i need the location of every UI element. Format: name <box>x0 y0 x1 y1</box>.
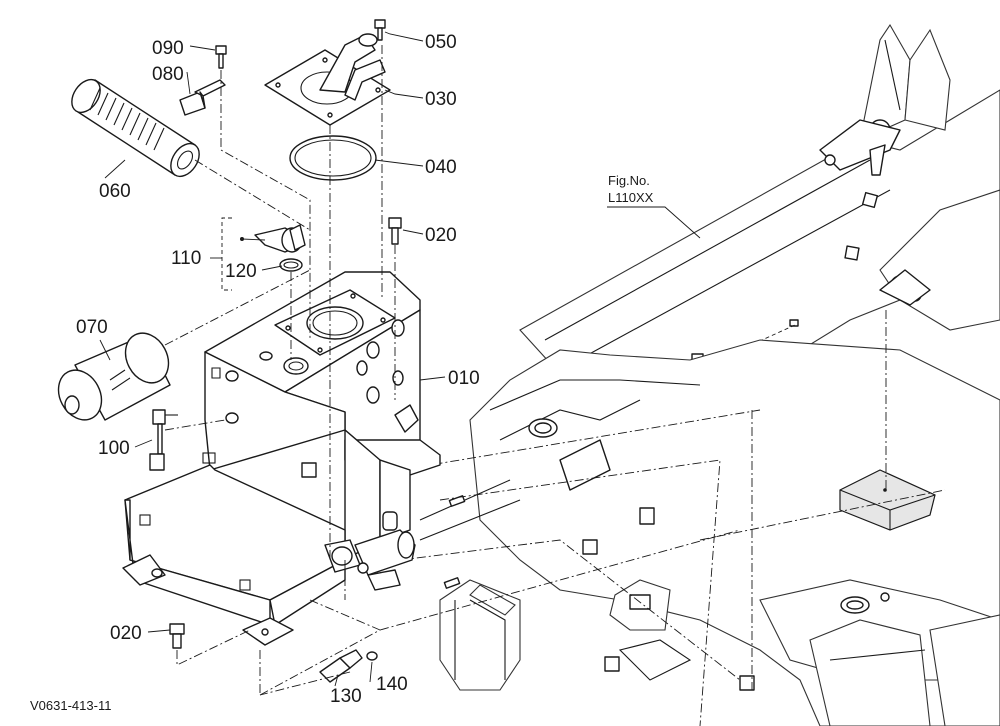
callout-120: 120 <box>225 261 257 282</box>
callout-070: 070 <box>76 317 108 338</box>
filter-element <box>71 78 200 178</box>
callout-080: 080 <box>152 64 184 85</box>
figure-ref-label: Fig.No. <box>608 173 650 188</box>
filler-cap <box>221 217 306 291</box>
assembly-lines <box>164 45 741 696</box>
level-gauge <box>149 409 178 471</box>
callout-090: 090 <box>152 38 184 59</box>
canister-filter <box>57 332 171 421</box>
callout-060: 060 <box>99 181 131 202</box>
figure-reference: Fig.No. L110XX <box>607 173 701 239</box>
callout-100: 100 <box>98 438 130 459</box>
callout-labels: 050 090 080 030 040 060 020 110 120 070 … <box>76 32 480 707</box>
callout-110: 110 <box>171 248 201 269</box>
o-ring-small <box>279 258 303 272</box>
callout-020-upper: 020 <box>425 225 457 246</box>
o-ring-140 <box>366 651 378 661</box>
o-ring-large <box>289 135 377 181</box>
sensor-130 <box>319 649 363 683</box>
callout-leaders <box>99 31 446 687</box>
callout-040: 040 <box>425 157 457 178</box>
hydraulic-tank <box>122 271 441 646</box>
bolt-090 <box>215 45 227 69</box>
bolt-020-lower <box>169 623 185 649</box>
drawing-code: V0631-413-11 <box>30 698 111 713</box>
bracket-080 <box>179 79 226 116</box>
bolt-020-upper <box>388 217 402 245</box>
bolt-050 <box>374 19 386 41</box>
callout-030: 030 <box>425 89 457 110</box>
machine-frame <box>399 23 1000 726</box>
callout-050: 050 <box>425 32 457 53</box>
callout-010: 010 <box>448 368 480 389</box>
callout-140: 140 <box>376 674 408 695</box>
figure-code-label: L110XX <box>608 190 654 205</box>
callout-130: 130 <box>330 686 362 707</box>
callout-020-lower: 020 <box>110 623 142 644</box>
cover-plate <box>264 33 391 126</box>
